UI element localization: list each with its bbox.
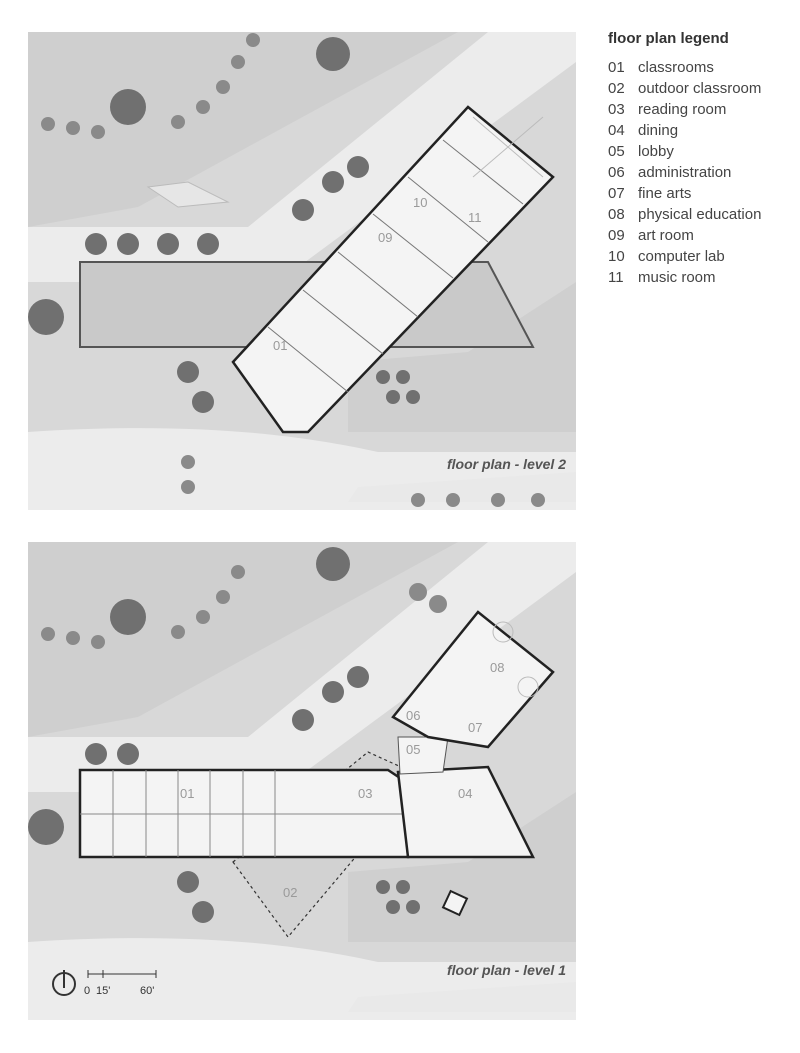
legend-label: computer lab xyxy=(638,248,725,265)
legend-item: 08 physical education xyxy=(608,204,798,225)
legend-item: 06 administration xyxy=(608,162,798,183)
legend-number: 10 xyxy=(608,248,625,265)
room-label-05: 05 xyxy=(406,742,420,757)
room-label-08: 08 xyxy=(490,660,504,675)
lawn-area xyxy=(28,32,458,227)
legend-title: floor plan legend xyxy=(608,30,729,47)
legend-item: 02 outdoor classroom xyxy=(608,78,798,99)
legend-number: 09 xyxy=(608,227,625,244)
parking-stripes xyxy=(348,982,576,1012)
legend-item: 07 fine arts xyxy=(608,183,798,204)
legend-number: 02 xyxy=(608,80,625,97)
legend-number: 08 xyxy=(608,206,625,223)
legend-item: 03 reading room xyxy=(608,99,798,120)
room-label-03: 03 xyxy=(358,786,372,801)
room-label-06: 06 xyxy=(406,708,420,723)
scale-label-mid: 15' xyxy=(96,985,110,997)
legend-label: classrooms xyxy=(638,59,714,76)
classroom-partitions xyxy=(112,770,276,857)
legend-number: 01 xyxy=(608,59,625,76)
legend-label: music room xyxy=(638,269,716,286)
legend-label: outdoor classroom xyxy=(638,80,762,97)
legend-item: 10 computer lab xyxy=(608,246,798,267)
legend-number: 11 xyxy=(608,269,624,286)
wing-partitions xyxy=(267,139,524,393)
floor-plan-legend: floor plan legend 01 classrooms 02 outdoor… xyxy=(608,30,798,288)
plan-title-level-2: floor plan - level 2 xyxy=(446,456,566,472)
legend-item: 11 music room xyxy=(608,267,798,288)
site-plan-level-2: 01 09 10 11 xyxy=(28,32,576,510)
legend-number: 03 xyxy=(608,101,625,118)
legend-label: fine arts xyxy=(638,185,692,202)
small-trees xyxy=(41,565,447,649)
legend-number: 07 xyxy=(608,185,625,202)
legend-item: 05 lobby xyxy=(608,141,798,162)
room-label-07: 07 xyxy=(468,720,482,735)
gym-arts-wing xyxy=(391,610,555,749)
parking-stripes xyxy=(348,472,576,502)
upper-wing xyxy=(231,105,555,434)
scale-label-start: 0 xyxy=(84,985,90,997)
dining-block xyxy=(396,765,536,859)
legend-label: administration xyxy=(638,164,732,181)
trees xyxy=(28,547,420,923)
legend-item: 04 dining xyxy=(608,120,798,141)
site-plan-level-1: 01 02 03 04 05 06 07 08 0 15' 60' xyxy=(28,542,576,1020)
legend-list: 01 classrooms 02 outdoor classroom 03 readi… xyxy=(608,57,798,288)
scale-label-end: 60' xyxy=(140,985,154,997)
plan-title-level-1: floor plan - level 1 xyxy=(446,962,566,978)
gym-court xyxy=(492,621,539,698)
legend-item: 01 classrooms xyxy=(608,57,798,78)
floor-plan-level-2: 01 09 10 11 floor plan - level 2 xyxy=(28,32,576,510)
legend-number: 06 xyxy=(608,164,625,181)
legend-label: reading room xyxy=(638,101,727,118)
legend-number: 04 xyxy=(608,122,625,139)
legend-label: art room xyxy=(638,227,694,244)
scale-bar xyxy=(87,970,157,978)
room-label-01: 01 xyxy=(180,786,194,801)
parking-stripes xyxy=(146,181,230,208)
room-label-02: 02 xyxy=(283,885,297,900)
lawn-area xyxy=(28,542,458,737)
trees xyxy=(28,37,420,413)
road xyxy=(28,32,576,282)
gym-court xyxy=(472,116,544,178)
room-label-01: 01 xyxy=(273,338,287,353)
kiosk xyxy=(441,889,469,917)
legend-item: 09 art room xyxy=(608,225,798,246)
floor-plan-level-1: 01 02 03 04 05 06 07 08 0 15' 60' floor … xyxy=(28,542,576,1020)
legend-number: 05 xyxy=(608,143,625,160)
small-trees xyxy=(41,33,545,507)
legend-label: lobby xyxy=(638,143,674,160)
room-label-09: 09 xyxy=(378,230,392,245)
legend-label: dining xyxy=(638,122,679,139)
room-label-10: 10 xyxy=(413,195,427,210)
room-label-04: 04 xyxy=(458,786,472,801)
legend-label: physical education xyxy=(638,206,762,223)
room-label-11: 11 xyxy=(468,210,482,225)
north-arrow-icon xyxy=(52,970,76,996)
